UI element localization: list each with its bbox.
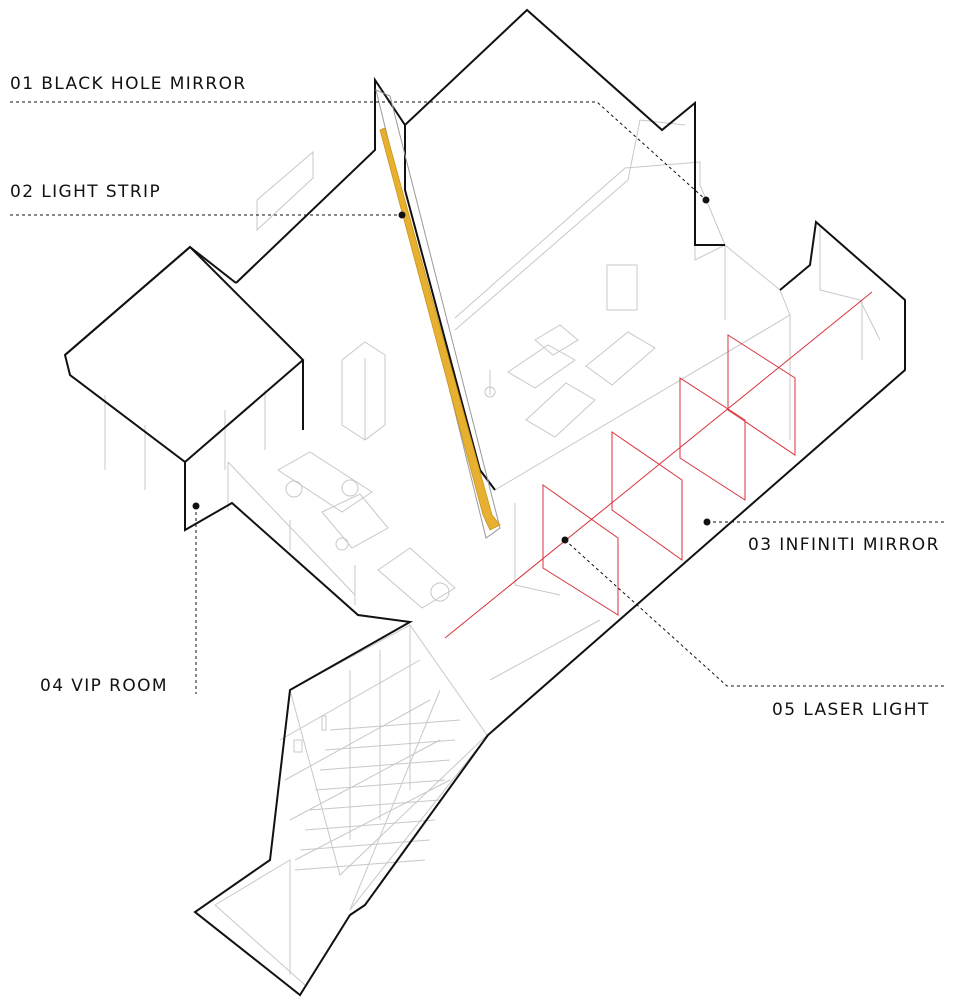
dot-vip-room	[192, 502, 200, 510]
dot-black-hole-mirror	[702, 196, 710, 204]
laser-light-beam	[444, 291, 873, 639]
light-strip	[379, 127, 501, 531]
dot-laser-light	[561, 536, 569, 544]
dot-light-strip	[398, 211, 406, 219]
label-vip-room: 04 VIP ROOM	[40, 676, 168, 696]
leader-lines	[10, 101, 945, 694]
leader-dots	[192, 196, 711, 544]
infiniti-mirror-panels	[542, 334, 796, 616]
label-light-strip: 02 LIGHT STRIP	[10, 182, 162, 202]
label-laser-light: 05 LASER LIGHT	[772, 700, 930, 720]
label-black-hole-mirror: 01 BLACK HOLE MIRROR	[10, 74, 247, 94]
leader-laser-light	[564, 539, 945, 687]
dot-infiniti-mirror	[703, 518, 711, 526]
building-outline	[63, 8, 906, 997]
label-infiniti-mirror: 03 INFINITI MIRROR	[748, 535, 940, 555]
interior-detail	[69, 118, 881, 986]
leader-black-hole-mirror	[10, 101, 707, 201]
